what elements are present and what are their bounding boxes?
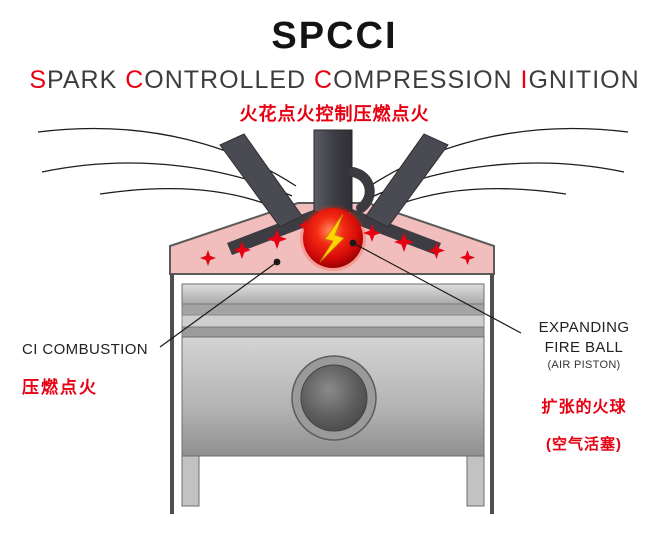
leader-ci-combustion	[159, 258, 281, 348]
subtitle-initial-4: I	[520, 65, 529, 94]
subtitle-word-3: OMPRESSION	[333, 65, 513, 94]
piston-bowl	[300, 364, 368, 432]
page-title: SPCCI	[271, 15, 398, 57]
left-valve	[219, 133, 303, 228]
right-valve-seat	[347, 209, 441, 255]
piston-rings	[181, 303, 485, 338]
fire-ball-label-cn2: (空气活塞)	[546, 436, 622, 453]
right-valve	[365, 133, 449, 228]
leader-dot-fireball	[349, 239, 357, 247]
subtitle-initial-3: C	[314, 65, 334, 94]
leader-fireball	[349, 239, 522, 334]
header: SPCCI SPARK CONTROLLED COMPRESSION IGNIT…	[0, 0, 669, 126]
fire-ball-label-en1: EXPANDING	[538, 319, 630, 336]
piston-skirt-left	[181, 455, 200, 507]
injector-hook	[348, 167, 375, 213]
piston-skirt-right	[466, 455, 485, 507]
page-subtitle: SPARK CONTROLLED COMPRESSION IGNITION	[0, 66, 669, 95]
cylinder-wall-left	[170, 274, 174, 514]
ci-combustion-label: CI COMBUSTION 压燃点火	[22, 341, 172, 398]
subtitle-word-4: GNITION	[528, 65, 640, 94]
subtitle-initial-2: C	[125, 65, 145, 94]
fire-ball-label-en2: FIRE BALL	[544, 338, 624, 356]
subtitle-word-1: PARK	[47, 65, 118, 94]
subtitle-word-2: ONTROLLED	[144, 65, 307, 94]
piston-crown	[181, 283, 485, 305]
ci-combustion-label-cn: 压燃点火	[22, 378, 98, 397]
fire-ball-label: EXPANDING FIRE BALL (AIR PISTON) 扩张的火球 (…	[514, 318, 654, 454]
left-valve-seat	[227, 209, 321, 255]
subtitle-initial-1: S	[29, 65, 48, 94]
fire-ball-label-en3: (AIR PISTON)	[547, 359, 621, 371]
piston	[181, 283, 485, 507]
page-subtitle-chinese: 火花点火控制压燃点火	[239, 103, 430, 124]
lightning-icon	[319, 213, 345, 263]
leader-dot-ci	[273, 258, 281, 266]
fire-ball-label-cn1: 扩张的火球	[541, 399, 627, 416]
ci-combustion-label-en: CI COMBUSTION	[22, 341, 149, 358]
cylinder-wall-right	[490, 274, 494, 514]
fireball	[300, 205, 366, 271]
